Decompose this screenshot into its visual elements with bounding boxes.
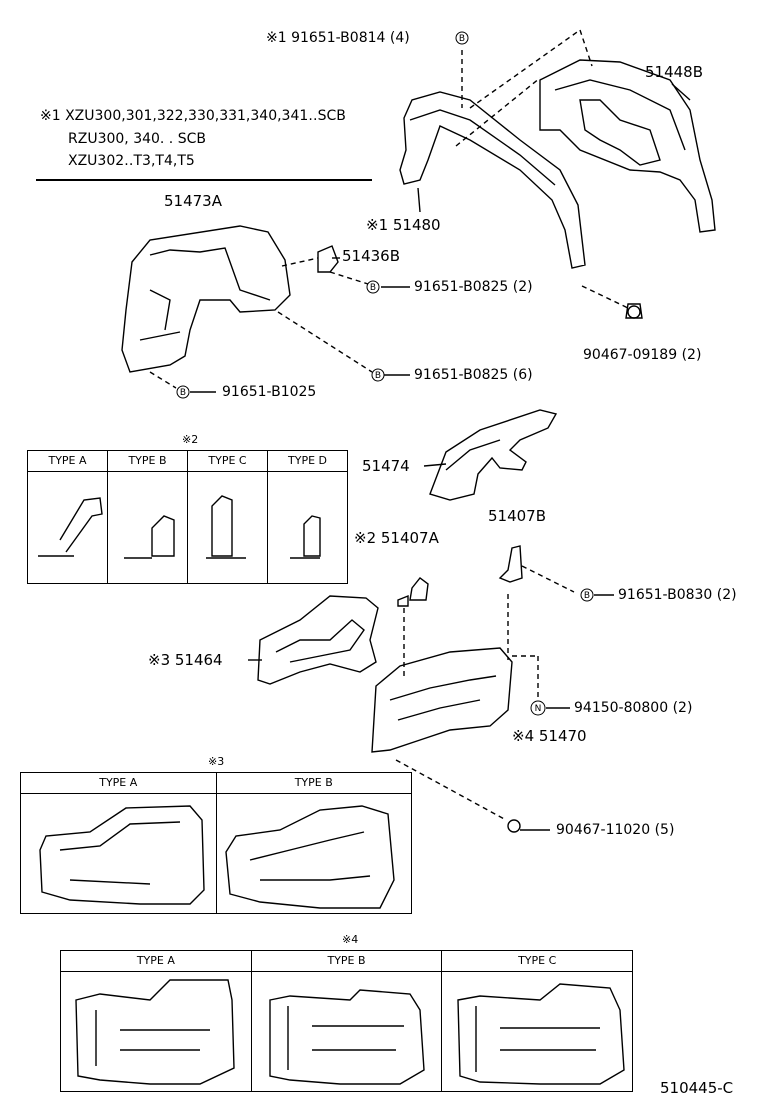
- part-51407A-shape: [409, 577, 429, 601]
- part-51464-shape: [257, 595, 379, 685]
- part-51480-shape: [399, 91, 586, 269]
- type-table-2-mark: ※2: [182, 433, 199, 446]
- type-table-3-header-a: TYPE A: [21, 773, 217, 793]
- type-table-4-header-a: TYPE A: [61, 951, 252, 971]
- label-91651-B0825-6: 91651-B0825 (6): [414, 367, 533, 383]
- note-line-2: RZU300, 340. . SCB: [68, 131, 206, 147]
- label-51436B: 51436B: [342, 247, 401, 265]
- type-table-2-header-b: TYPE B: [108, 451, 188, 471]
- type-table-3-mark: ※3: [208, 755, 225, 768]
- label-91651-B0814: ※1 91651-B0814 (4): [266, 30, 410, 46]
- label-90467-11020: 90467-11020 (5): [556, 822, 675, 838]
- label-94150-80800: 94150-80800 (2): [574, 700, 693, 716]
- part-51436B-shape: [317, 245, 339, 273]
- label-91651-B0825-2: 91651-B0825 (2): [414, 279, 533, 295]
- part-51407B-shape: [498, 545, 523, 583]
- label-51448B: 51448B: [645, 63, 704, 81]
- label-51407B: 51407B: [488, 507, 547, 525]
- type-table-2-header-a: TYPE A: [28, 451, 108, 471]
- label-90467-09189: 90467-09189 (2): [583, 347, 702, 363]
- type-table-2: TYPE A TYPE B TYPE C TYPE D: [27, 450, 348, 584]
- note-line-1: ※1 XZU300,301,322,330,331,340,341‥SCB: [40, 108, 346, 124]
- note-line-3: XZU302‥T3,T4,T5: [68, 153, 195, 169]
- type-table-4: TYPE A TYPE B TYPE C: [60, 950, 633, 1092]
- type-table-4-header-c: TYPE C: [518, 954, 557, 967]
- part-51448B-shape: [539, 59, 716, 233]
- label-51470: ※4 51470: [512, 727, 587, 745]
- type-table-2-header-c: TYPE C: [188, 451, 268, 471]
- part-51473A-shape: [121, 225, 291, 373]
- label-91651-B1025: 91651-B1025: [222, 384, 317, 400]
- type-table-4-mark: ※4: [342, 933, 359, 946]
- type-table-2-header-d: TYPE D: [288, 454, 327, 467]
- label-51480: ※1 51480: [366, 216, 441, 234]
- type-table-4-header-b: TYPE B: [252, 951, 443, 971]
- label-51474: 51474: [362, 457, 410, 475]
- part-51474-shape: [429, 409, 558, 501]
- part-51470-shape: [371, 647, 513, 753]
- label-51407A: ※2 51407A: [354, 529, 439, 547]
- label-51464: ※3 51464: [148, 651, 223, 669]
- label-51473A: 51473A: [164, 192, 222, 210]
- diagram-code: 510445-C: [660, 1079, 734, 1097]
- type-table-3: TYPE A TYPE B: [20, 772, 412, 914]
- type-table-3-header-b: TYPE B: [294, 776, 333, 789]
- label-91651-B0830: 91651-B0830 (2): [618, 587, 737, 603]
